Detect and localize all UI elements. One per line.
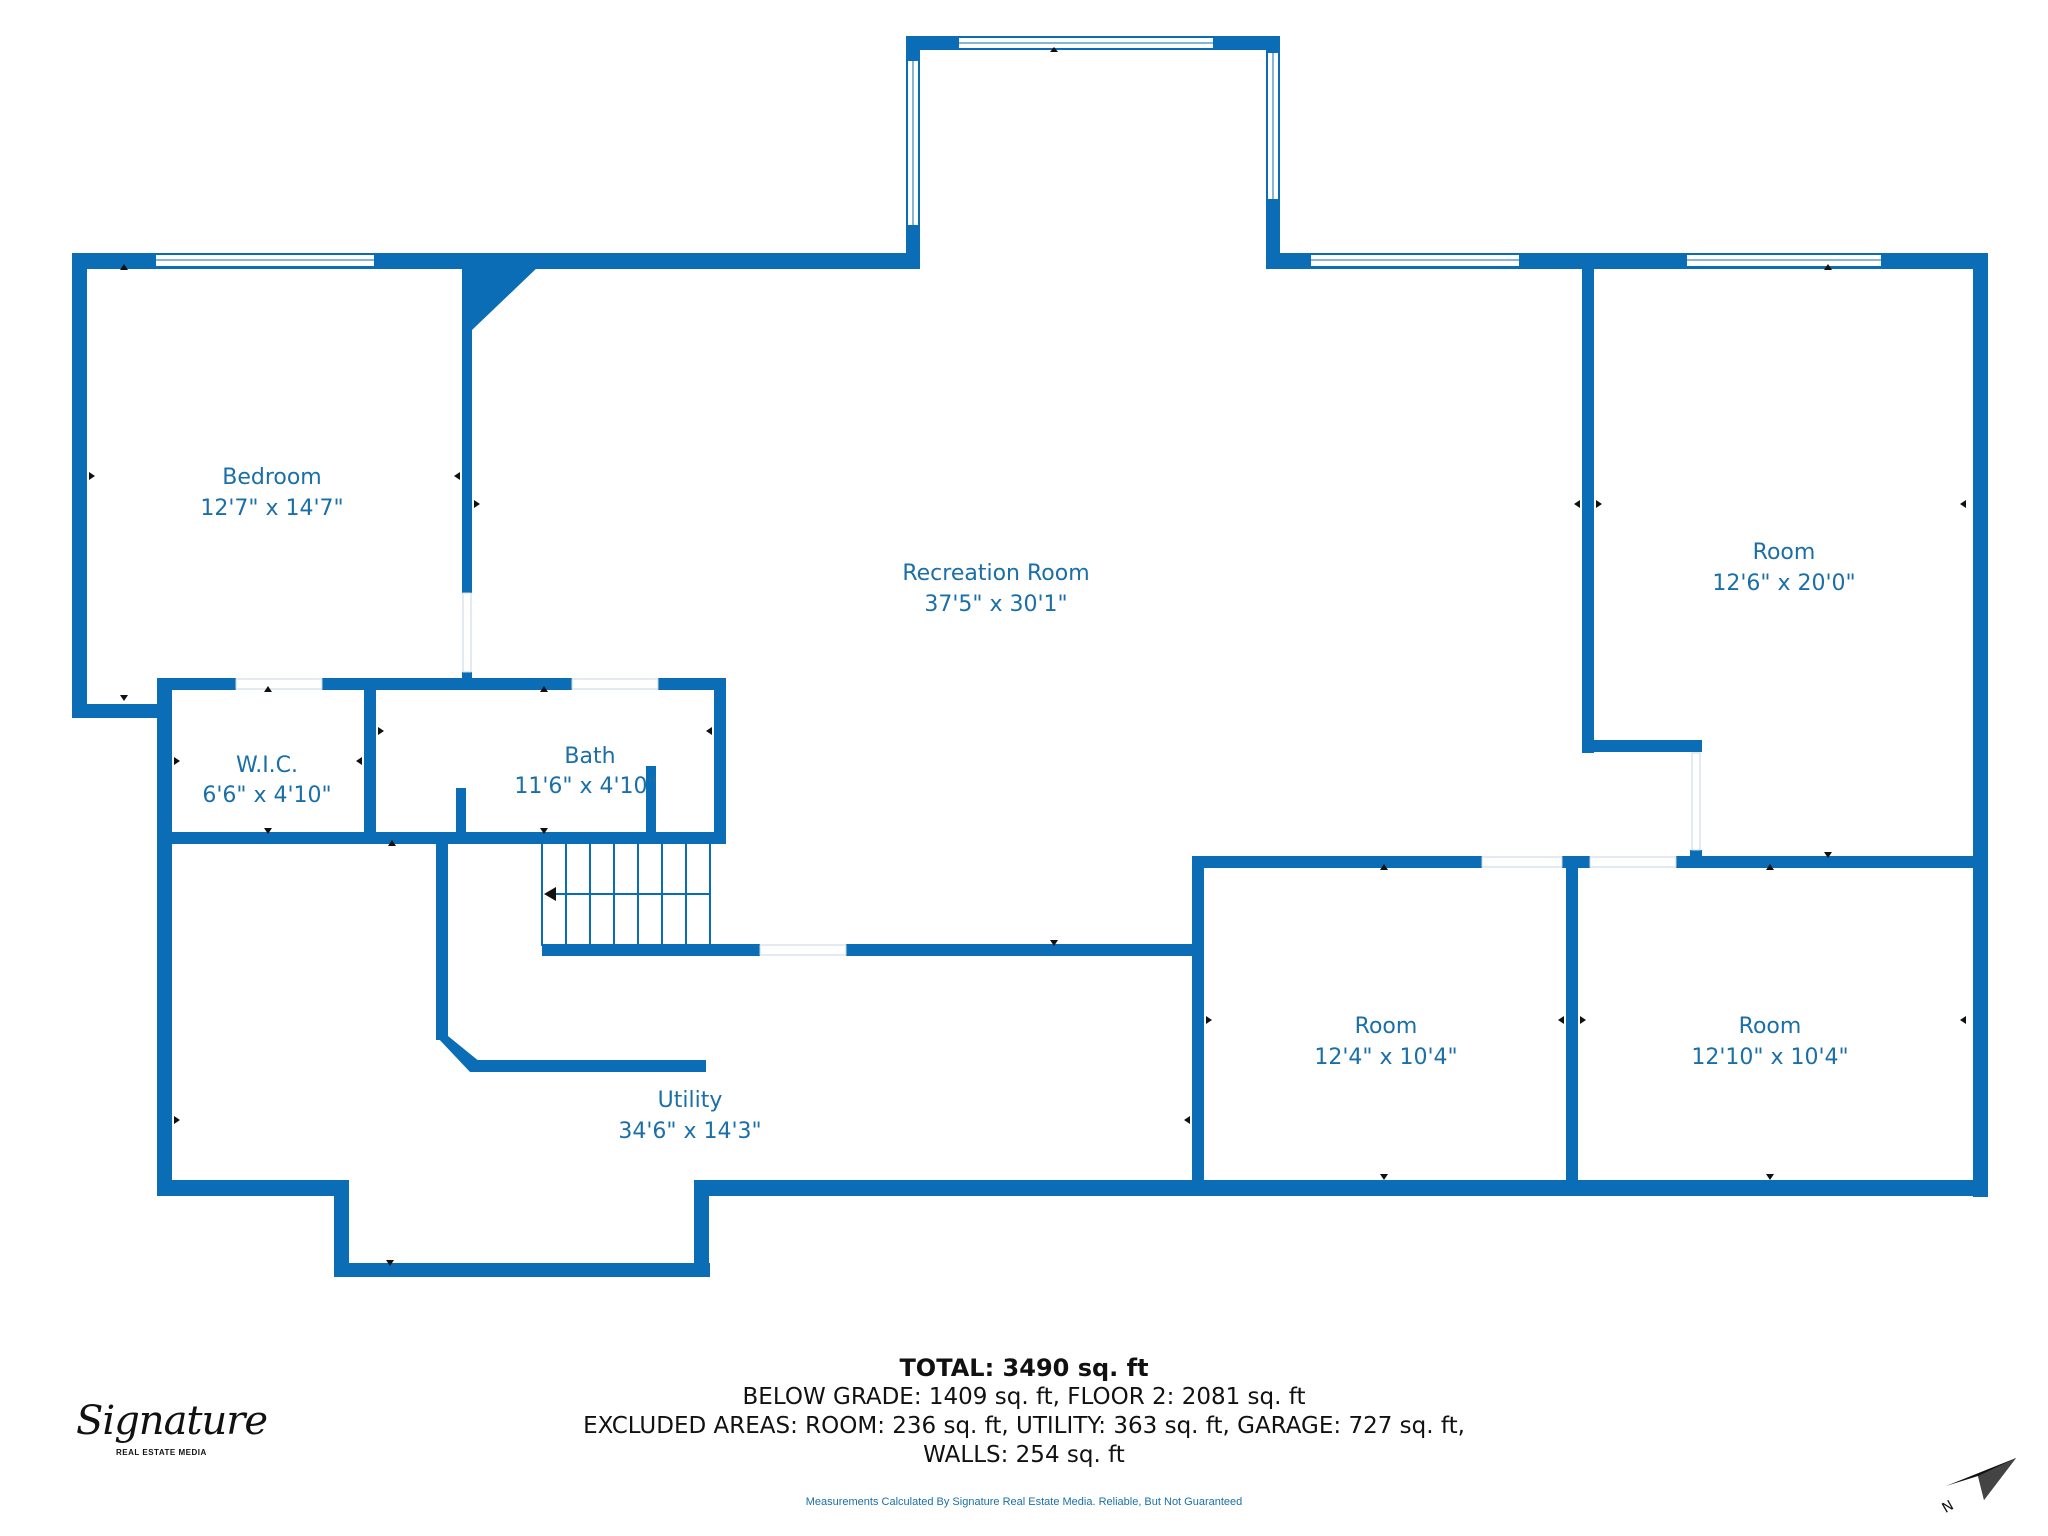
wall-bath-stub-left [456,788,466,836]
room-dims-wic: 6'6" x 4'10" [202,783,331,808]
wall-bump-right [694,1180,709,1276]
wall-wic-bottom [157,832,375,844]
compass-label: N [1940,1498,1957,1516]
wall-bedroom-bottom [72,704,162,718]
disclaimer: Measurements Calculated By Signature Rea… [805,1496,1243,1508]
wall-rooms-top-a [1192,856,1482,868]
signature-logo: Signature REAL ESTATE MEDIA [72,1398,268,1468]
room-dims-room-lr: 12'10" x 10'4" [1691,1045,1848,1070]
total-area: TOTAL: 3490 sq. ft [899,1354,1149,1382]
room-name-bedroom: Bedroom [222,465,322,490]
wall-bath-right [714,678,726,844]
room-name-utility: Utility [658,1088,723,1113]
wall-bump-left [334,1180,349,1276]
room-name-wic: W.I.C. [236,753,298,778]
wall-bath-stub-right [646,766,656,836]
room-name-recreation: Recreation Room [902,561,1089,586]
room-dims-bath: 11'6" x 4'10" [514,774,657,799]
wall-right [1973,253,1988,1197]
room-dims-room-mid: 12'4" x 10'4" [1314,1045,1457,1070]
wall-rec-right [1582,253,1594,753]
wall-utility-stub [436,840,448,1040]
room-name-room-lr: Room [1739,1014,1802,1039]
wall-wic-right [364,678,376,844]
north-arrow-icon: N [1940,1458,2016,1516]
stairs [541,844,711,946]
wall-bedroom-right-low [462,672,472,680]
wall-bath-top-b [658,678,726,690]
logo-script: Signature [76,1398,268,1444]
wall-stair-bottom-b [846,944,1202,956]
wall-rooms-top-c [1676,856,1986,868]
wall-utility-shelf [470,1060,706,1072]
wall-utility-diag [436,1036,480,1072]
wall-room-left [1192,856,1204,1196]
wall-bottom-left [157,1180,349,1196]
logo-subtitle: REAL ESTATE MEDIA [116,1448,207,1457]
room-name-room-right: Room [1753,540,1816,565]
room-dims-utility: 34'6" x 14'3" [618,1119,761,1144]
area-breakdown: BELOW GRADE: 1409 sq. ft, FLOOR 2: 2081 … [742,1384,1306,1410]
room-labels: Bedroom 12'7" x 14'7" Recreation Room 37… [200,465,1855,1144]
wall-left-bedroom [72,253,87,717]
room-dims-recreation: 37'5" x 30'1" [924,592,1067,617]
room-name-room-mid: Room [1355,1014,1418,1039]
dimension-ticks [89,47,1966,1266]
wall-bedroom-right [462,253,472,593]
room-dims-room-right: 12'6" x 20'0" [1712,571,1855,596]
wall-stair-bottom-a [542,944,760,956]
walls-area: WALLS: 254 sq. ft [923,1442,1125,1468]
wall-wic-top-b [322,678,572,690]
wall-room-mid [1566,856,1578,1196]
wall-bump-bottom [334,1263,710,1277]
excluded-areas: EXCLUDED AREAS: ROOM: 236 sq. ft, UTILIT… [583,1413,1465,1439]
stair-arrow-head [544,887,556,901]
wall-bottom-right [694,1180,1988,1196]
wall-corner-chamfer [462,265,540,330]
room-dims-bedroom: 12'7" x 14'7" [200,496,343,521]
walls [72,36,1988,1277]
wall-left-lower [157,678,172,1196]
door-gaps [235,592,1701,956]
wall-rec-right-foot [1582,740,1702,752]
wall-wic-top-a [158,678,236,690]
wall-bath-bottom [364,832,726,844]
room-name-bath: Bath [564,744,615,769]
windows [154,36,1883,268]
